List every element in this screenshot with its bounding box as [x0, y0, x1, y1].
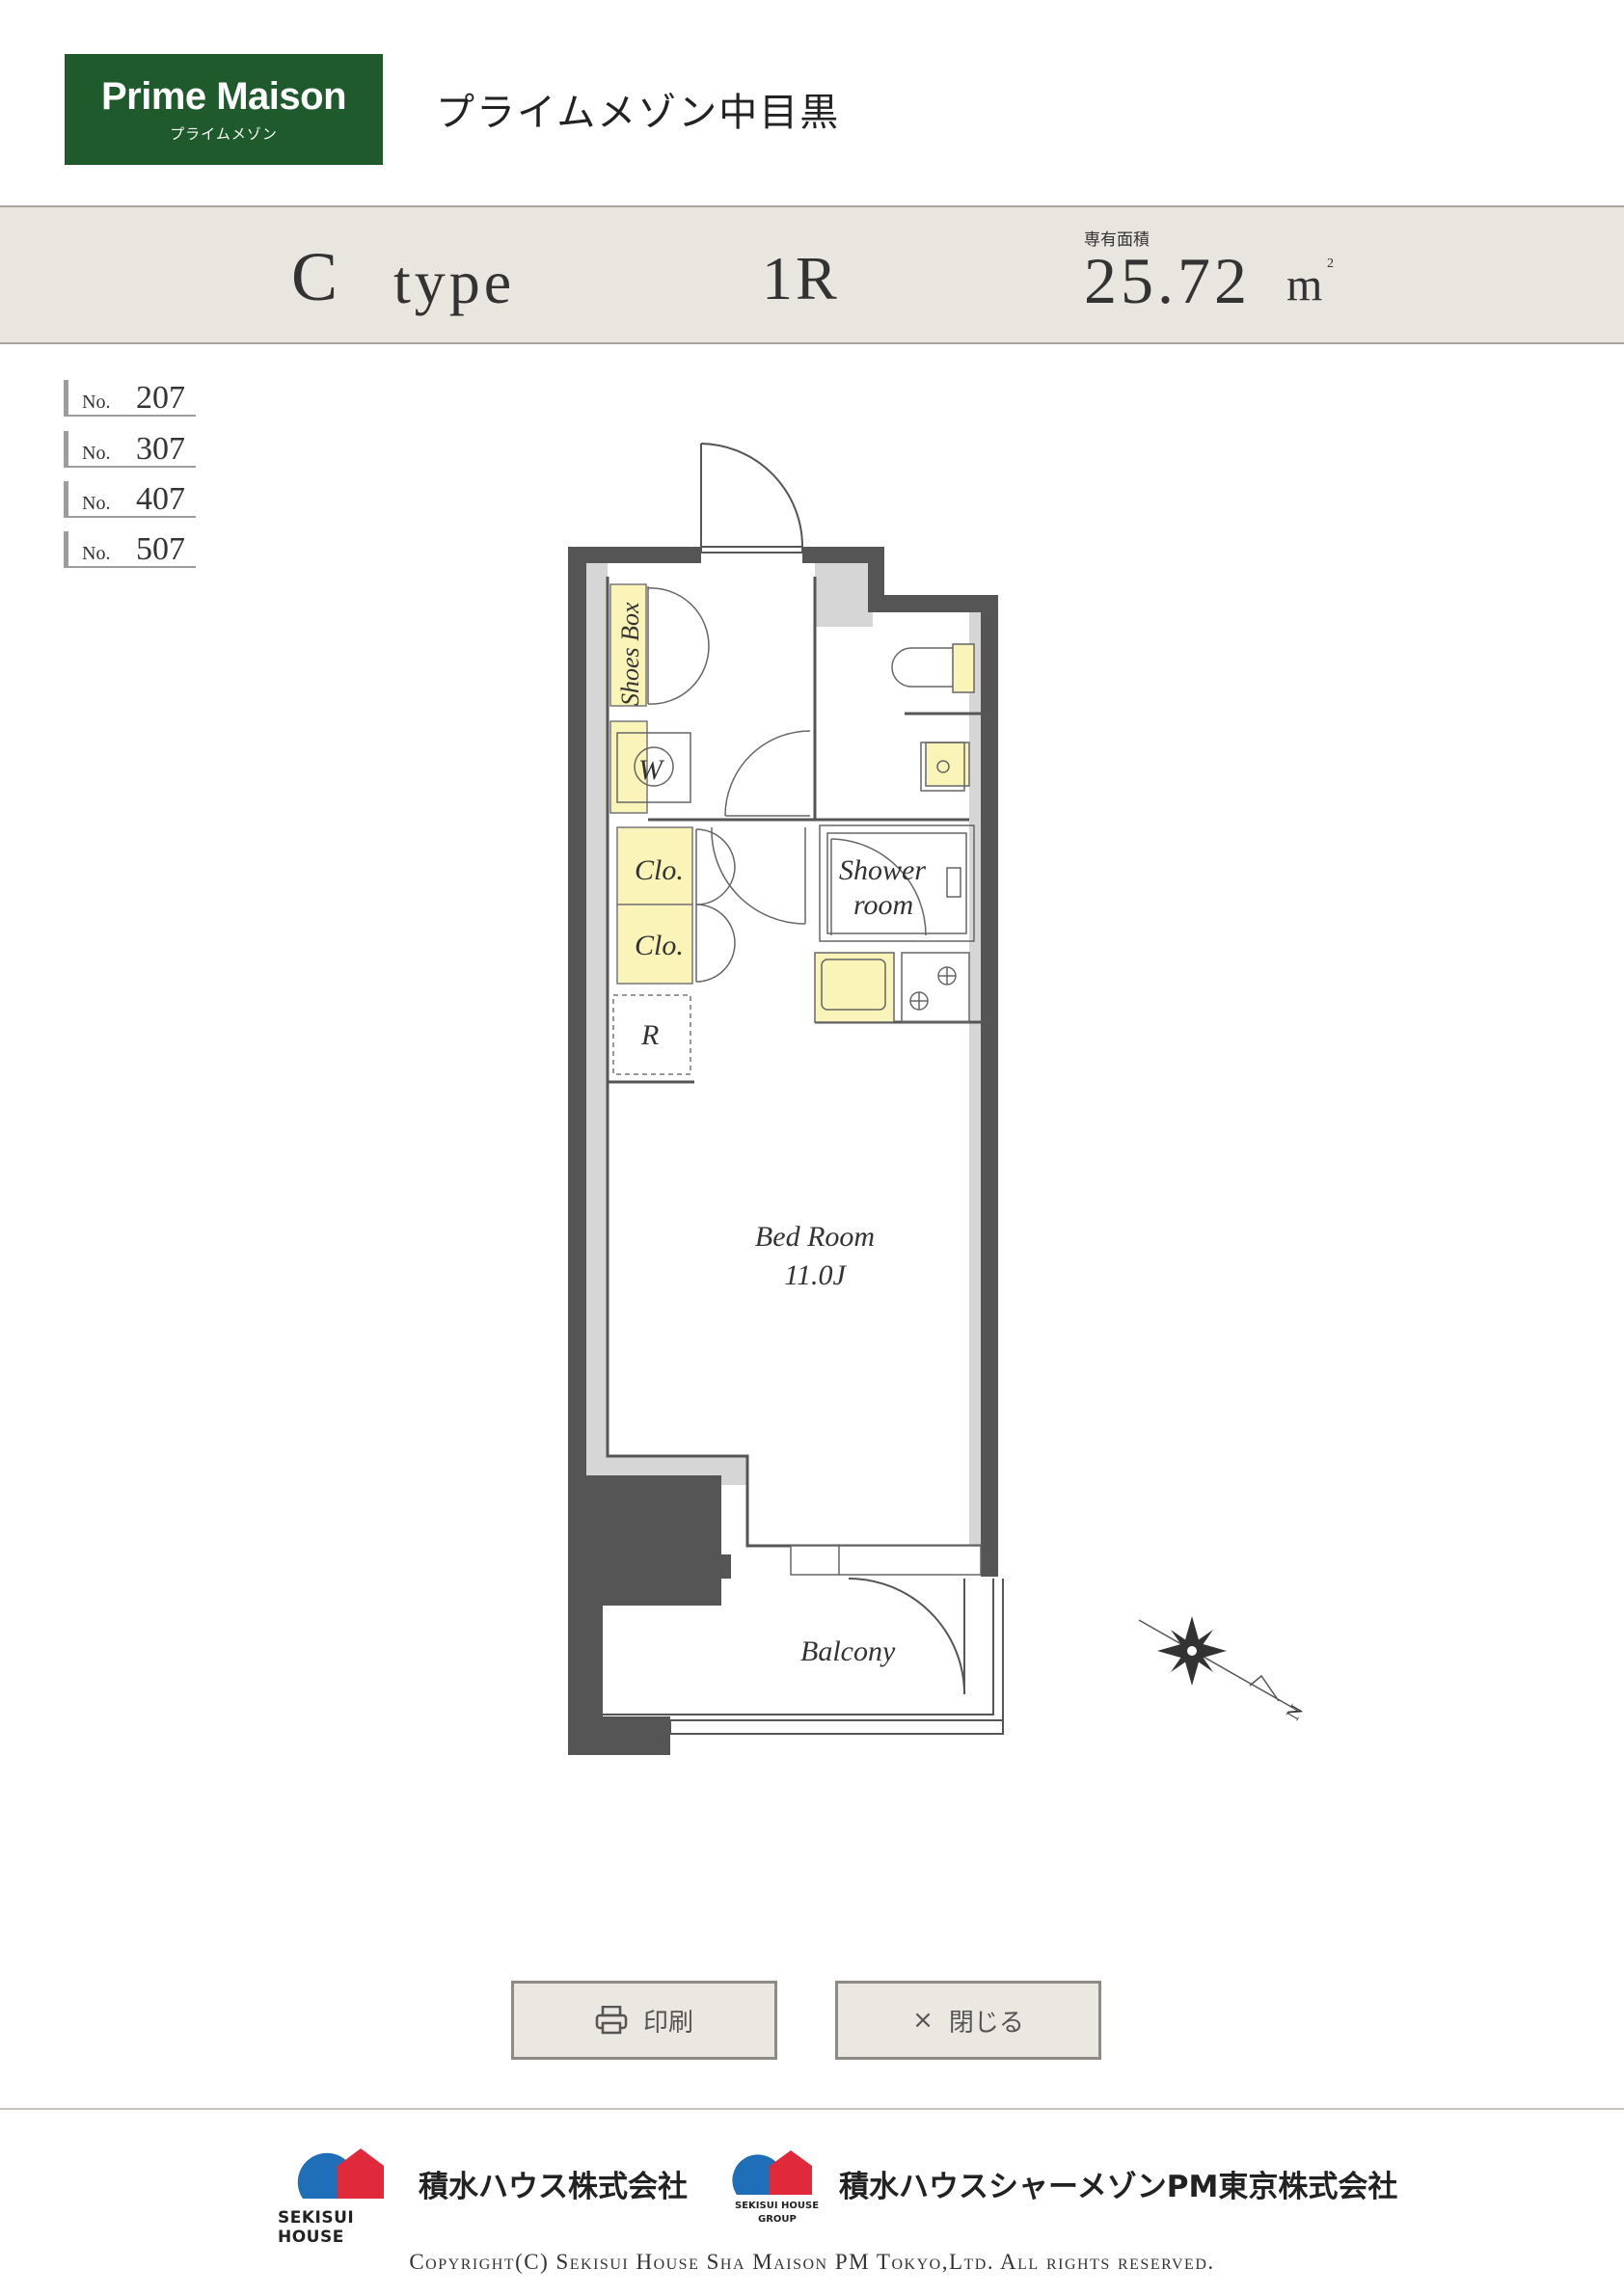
- unit-number-item: No. 407: [64, 481, 196, 518]
- unit-number-value: 207: [136, 380, 185, 416]
- washer-label: W: [638, 754, 665, 786]
- outer-walls: [568, 547, 998, 1755]
- logo2-caption-1: SEKISUI HOUSE: [735, 2201, 820, 2211]
- entrance-door: [700, 443, 803, 554]
- unit-number-prefix: No.: [82, 443, 111, 464]
- close-button-label: 閉じる: [948, 2008, 1024, 2038]
- floor-plan: Shoes Box W Clo. Clo.: [568, 443, 1308, 1755]
- company-name-2: 積水ハウスシャーメゾンPM東京株式会社: [839, 2170, 1398, 2204]
- north-compass-icon: [1138, 1616, 1299, 1712]
- printer-icon: [595, 2006, 628, 2035]
- shower-label-line1: Shower: [839, 854, 926, 886]
- shower-room: [819, 824, 975, 942]
- sekisui-house-logo: SEKISUI HOUSE: [274, 2145, 409, 2247]
- type-letter: C: [291, 238, 338, 315]
- print-button-label: 印刷: [642, 2008, 693, 2038]
- toilet: [891, 643, 975, 792]
- fridge-label: R: [640, 1019, 659, 1051]
- sekisui-house-mark-icon: [297, 2148, 384, 2199]
- balcony: [603, 1578, 1004, 1735]
- close-button[interactable]: × 閉じる: [835, 1981, 1101, 2060]
- inner-walls: [606, 577, 981, 1548]
- balcony-sash: [790, 1545, 982, 1576]
- logo-sub-text: プライムメゾン: [170, 125, 278, 143]
- unit-number-value: 307: [136, 431, 185, 467]
- unit-number-item: No. 507: [64, 531, 196, 568]
- closet-label-1: Clo.: [635, 854, 684, 886]
- building-name: プライムメゾン中目黒: [436, 91, 841, 135]
- unit-number-item: No. 307: [64, 431, 196, 468]
- logo1-caption: SEKISUI HOUSE: [278, 2208, 355, 2247]
- unit-number-prefix: No.: [82, 543, 111, 564]
- area-value: 25.72: [1084, 244, 1251, 317]
- shower-label-line2: room: [853, 889, 913, 921]
- unit-number-value: 507: [136, 531, 185, 567]
- unit-number-item: No. 207: [64, 380, 196, 417]
- sekisui-house-group-logo: SEKISUI HOUSE GROUP: [727, 2145, 824, 2241]
- prime-maison-logo: Prime Maison プライムメゾン: [65, 54, 383, 165]
- bedroom-name: Bed Room: [755, 1221, 875, 1253]
- washer: W: [609, 720, 691, 814]
- closet-label-2: Clo.: [635, 930, 684, 961]
- shoes-box-doors: [647, 586, 710, 705]
- balcony-label: Balcony: [800, 1635, 896, 1667]
- hallway-door: [724, 730, 811, 817]
- close-icon: ×: [912, 2006, 934, 2035]
- closets: Clo. Clo.: [616, 826, 806, 985]
- unit-number-prefix: No.: [82, 392, 111, 413]
- print-button[interactable]: 印刷: [511, 1981, 777, 2060]
- logo2-caption-2: GROUP: [758, 2214, 797, 2225]
- copyright-text: Copyright(C) Sekisui House Sha Maison PM…: [409, 2250, 1215, 2274]
- layout-type: 1R: [762, 244, 840, 312]
- company-name-1: 積水ハウス株式会社: [419, 2170, 688, 2204]
- type-word: type: [393, 248, 516, 316]
- area-unit: m: [1286, 259, 1323, 311]
- stove-burner-icon: [909, 966, 957, 1011]
- shoes-box: [609, 583, 647, 707]
- area-label: 専有面積: [1084, 230, 1150, 250]
- bedroom-size: 11.0J: [784, 1259, 847, 1291]
- footer-divider: [0, 2108, 1624, 2110]
- area-unit-superscript: 2: [1327, 257, 1334, 271]
- logo-main-text: Prime Maison: [100, 75, 347, 118]
- unit-number-value: 407: [136, 481, 185, 517]
- sekisui-house-group-mark-icon: [732, 2150, 812, 2195]
- fridge-space: [612, 994, 691, 1075]
- summary-band: [0, 205, 1624, 344]
- unit-number-prefix: No.: [82, 493, 111, 514]
- shoes-box-label: Shoes Box: [616, 602, 644, 706]
- kitchen: [814, 952, 970, 1023]
